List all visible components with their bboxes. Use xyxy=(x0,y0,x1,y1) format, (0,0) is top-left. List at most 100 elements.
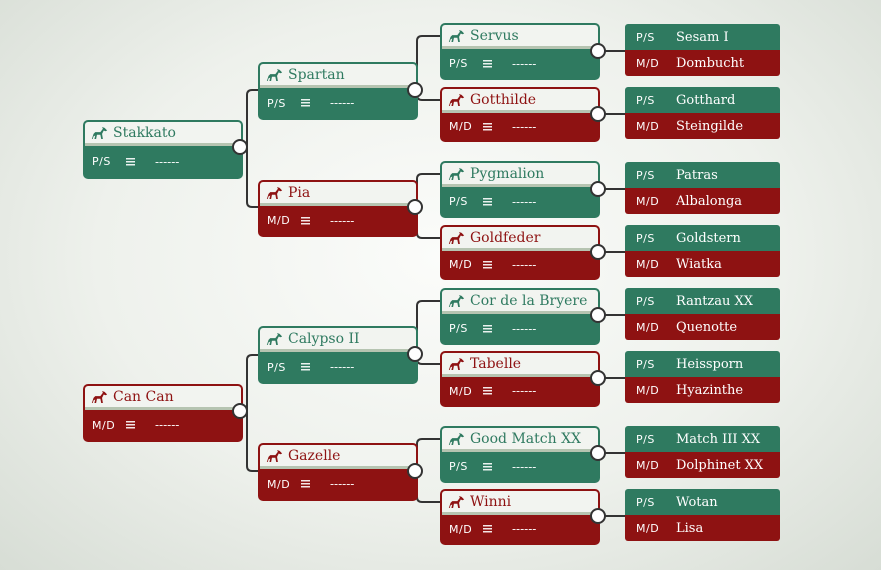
pedigree-card-good-match-xx[interactable]: Good Match XX P/S ------ xyxy=(440,426,600,483)
sire-name: Gotthard xyxy=(676,92,736,108)
pedigree-card-servus[interactable]: Servus P/S ------ xyxy=(440,23,600,80)
role-label: M/D xyxy=(449,120,473,133)
horse-name: Calypso II xyxy=(288,330,360,347)
list-icon[interactable] xyxy=(483,197,492,206)
sire-name: Goldstern xyxy=(676,230,741,246)
expand-knob[interactable] xyxy=(407,82,423,98)
expand-knob[interactable] xyxy=(590,307,606,323)
role-label: P/S xyxy=(267,96,286,110)
horse-name: Tabelle xyxy=(470,355,522,372)
expand-knob[interactable] xyxy=(590,508,606,524)
pedigree-card-pia[interactable]: Pia M/D ------ xyxy=(258,180,418,237)
horse-name: Gotthilde xyxy=(470,91,537,108)
expand-knob[interactable] xyxy=(590,181,606,197)
list-icon[interactable] xyxy=(301,99,310,107)
expand-knob[interactable] xyxy=(407,199,423,215)
list-icon[interactable] xyxy=(483,387,492,395)
expand-knob[interactable] xyxy=(590,106,606,122)
pedigree-card-gazelle[interactable]: Gazelle M/D ------ xyxy=(258,443,418,501)
pedigree-card-goldfeder[interactable]: Goldfeder M/D ------ xyxy=(440,225,600,280)
list-icon[interactable] xyxy=(483,260,492,269)
horse-name: Good Match XX xyxy=(470,430,582,447)
list-icon[interactable] xyxy=(483,122,492,131)
list-icon[interactable] xyxy=(301,363,310,371)
list-icon[interactable] xyxy=(483,462,492,471)
horse-info: ------ xyxy=(330,477,355,491)
list-icon[interactable] xyxy=(126,157,135,166)
pedigree-card-tabelle[interactable]: Tabelle M/D ------ xyxy=(440,351,600,407)
list-icon[interactable] xyxy=(301,480,310,488)
list-icon[interactable] xyxy=(483,324,492,333)
horse-info: ------ xyxy=(155,418,180,432)
list-icon[interactable] xyxy=(301,216,310,225)
pedigree-card-can-can[interactable]: Can Can M/D ------ xyxy=(83,384,243,442)
horse-name: Servus xyxy=(470,27,519,44)
horse-info: ------ xyxy=(512,194,537,209)
role-label: P/S xyxy=(449,57,468,70)
horse-info: ------ xyxy=(512,119,537,134)
dam-name: Dolphinet XX xyxy=(676,457,764,473)
expand-knob[interactable] xyxy=(232,403,248,419)
horse-icon xyxy=(266,186,283,199)
role-label: M/D xyxy=(267,214,291,227)
sire-name: Match III XX xyxy=(676,431,761,447)
dam-name: Wiatka xyxy=(676,256,722,272)
horse-info: ------ xyxy=(512,522,537,536)
horse-icon xyxy=(448,432,465,445)
expand-knob[interactable] xyxy=(590,43,606,59)
dam-name: Albalonga xyxy=(676,193,743,209)
sire-name: Patras xyxy=(676,167,718,183)
horse-info: ------ xyxy=(330,213,355,228)
horse-name: Spartan xyxy=(288,66,345,83)
horse-name: Goldfeder xyxy=(470,229,541,246)
pedigree-card-cor-de-la-bryere[interactable]: Cor de la Bryere P/S ------ xyxy=(440,288,600,345)
list-icon[interactable] xyxy=(483,525,492,533)
pedigree-card-calypso-ii[interactable]: Calypso II P/S ------ xyxy=(258,326,418,384)
dam-name: Quenotte xyxy=(676,319,738,335)
sire-name: Rantzau XX xyxy=(676,293,754,309)
expand-knob[interactable] xyxy=(232,139,248,155)
pedigree-card-gotthilde[interactable]: Gotthilde M/D ------ xyxy=(440,87,600,142)
list-icon[interactable] xyxy=(126,421,135,429)
role-label: M/D xyxy=(449,258,473,271)
expand-knob[interactable] xyxy=(407,463,423,479)
horse-info: ------ xyxy=(512,56,537,71)
pedigree-card-winni[interactable]: Winni M/D ------ xyxy=(440,489,600,545)
expand-knob[interactable] xyxy=(407,346,423,362)
role-label: M/D xyxy=(449,384,473,398)
expand-knob[interactable] xyxy=(590,370,606,386)
role-label: M/D xyxy=(92,418,116,432)
horse-icon xyxy=(448,29,465,42)
dam-name: Lisa xyxy=(676,520,704,536)
expand-knob[interactable] xyxy=(590,445,606,461)
pedigree-card-spartan[interactable]: Spartan P/S ------ xyxy=(258,62,418,120)
list-icon[interactable] xyxy=(483,59,492,68)
horse-icon xyxy=(448,294,465,307)
role-label: P/S xyxy=(449,460,468,473)
expand-knob[interactable] xyxy=(590,244,606,260)
pedigree-card-pygmalion[interactable]: Pygmalion P/S ------ xyxy=(440,161,600,218)
pedigree-card-stakkato[interactable]: Stakkato P/S ------ xyxy=(83,120,243,179)
